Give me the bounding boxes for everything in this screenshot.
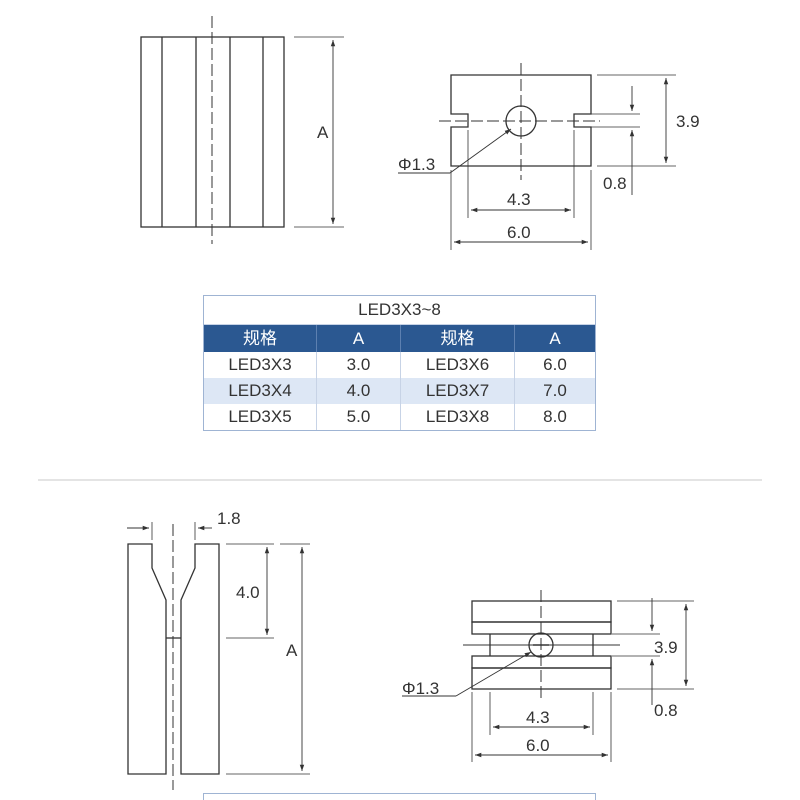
bottom-side-view (402, 590, 694, 762)
header-a-1: A (317, 325, 401, 352)
table-cell: 3.0 (317, 352, 401, 378)
header-model-2: 规格 (401, 325, 515, 352)
bottom-dim-outer-width: 6.0 (526, 736, 550, 755)
top-dim-hole: Φ1.3 (398, 155, 435, 174)
table-cell: 8.0 (543, 407, 567, 426)
bottom-dim-height: 3.9 (654, 638, 678, 657)
bottom-front-view (127, 522, 310, 790)
bottom-dim-inner-width: 4.3 (526, 708, 550, 727)
table-cell: LED3X8 (401, 404, 515, 430)
table-cell: LED3X4 (204, 378, 317, 404)
bottom-front-right-prong (180, 543, 220, 775)
table-caption: LED3X3~8 (204, 296, 595, 325)
table-cell: LED3X5 (204, 404, 317, 430)
table-cell: 6.0 (543, 355, 567, 374)
table-header-row: 规格 A 规格 A (204, 325, 595, 352)
table-row: LED3X3 3.0 LED3X6 6.0 (204, 352, 595, 378)
top-dim-outer-width: 6.0 (507, 223, 531, 242)
top-dim-inner-width: 4.3 (507, 190, 531, 209)
top-front-view (140, 16, 344, 244)
bottom-dim-a: A (286, 641, 298, 660)
table-cell: 7.0 (543, 381, 567, 400)
table-cell: LED3X7 (401, 378, 515, 404)
bottom-dim-slot-width: 1.8 (217, 509, 241, 528)
table-cell: 4.0 (317, 378, 401, 404)
table-cell: LED3X3 (204, 352, 317, 378)
bottom-dim-hole: Φ1.3 (402, 679, 439, 698)
table-row: LED3X5 5.0 LED3X8 8.0 (204, 404, 595, 430)
top-side-view (398, 63, 676, 250)
top-dim-height: 3.9 (676, 112, 700, 131)
table-cell: 5.0 (317, 404, 401, 430)
bottom-dim-slot: 0.8 (654, 701, 678, 720)
table-cell: LED3X6 (401, 352, 515, 378)
top-dim-slot: 0.8 (603, 174, 627, 193)
bottom-front-left-prong (127, 543, 167, 775)
top-dim-a: A (317, 123, 329, 142)
header-a-2: A (549, 329, 561, 348)
second-table-edge (203, 793, 596, 800)
spec-table: LED3X3~8 规格 A 规格 A LED3X3 3.0 LED3X6 6.0… (203, 295, 596, 431)
bottom-dim-slot-depth: 4.0 (236, 583, 260, 602)
header-model-1: 规格 (204, 325, 317, 352)
table-row: LED3X4 4.0 LED3X7 7.0 (204, 378, 595, 404)
